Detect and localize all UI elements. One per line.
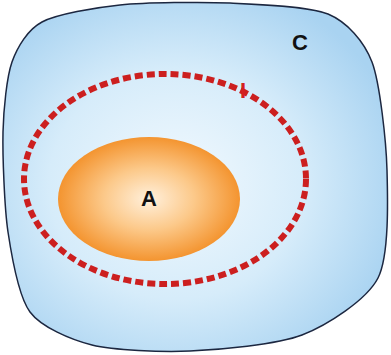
orange-ellipse: [58, 137, 240, 261]
dashed-boundary: IA: [20, 70, 310, 288]
core-ellipse: A: [58, 137, 240, 261]
dashed-ellipse: [24, 74, 306, 284]
region-label: A: [141, 188, 157, 210]
blob-shape: [3, 2, 388, 351]
region-label: C: [292, 32, 308, 54]
region-label: I: [240, 80, 246, 102]
